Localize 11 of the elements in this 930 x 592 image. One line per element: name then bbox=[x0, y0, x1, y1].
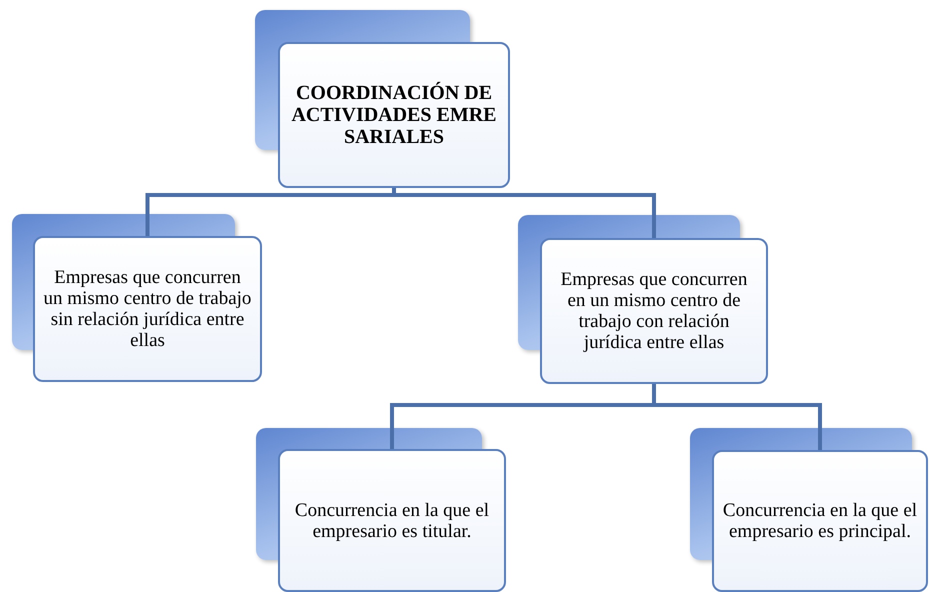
org-chart-box bbox=[278, 42, 510, 188]
org-chart-box bbox=[712, 450, 928, 592]
org-chart-box bbox=[278, 449, 506, 592]
box-text: Concurrencia en la que el empresario es titular. bbox=[294, 500, 490, 542]
org-chart-box bbox=[33, 236, 262, 382]
connector-line bbox=[392, 188, 656, 238]
box-text: Empresas que concurren un mismo centro de trabajo sin relación jurídica entre ellas bbox=[43, 267, 252, 351]
org-chart-box bbox=[540, 238, 768, 384]
box-text: Concurrencia en la que el empresario es principal. bbox=[722, 500, 918, 542]
box-text: COORDINACIÓN DE ACTIVIDADES EMRESARIALES bbox=[290, 82, 498, 148]
box-text: Empresas que concurren en un mismo centro de trabajo con relación jurídica entre ellas bbox=[560, 269, 748, 353]
